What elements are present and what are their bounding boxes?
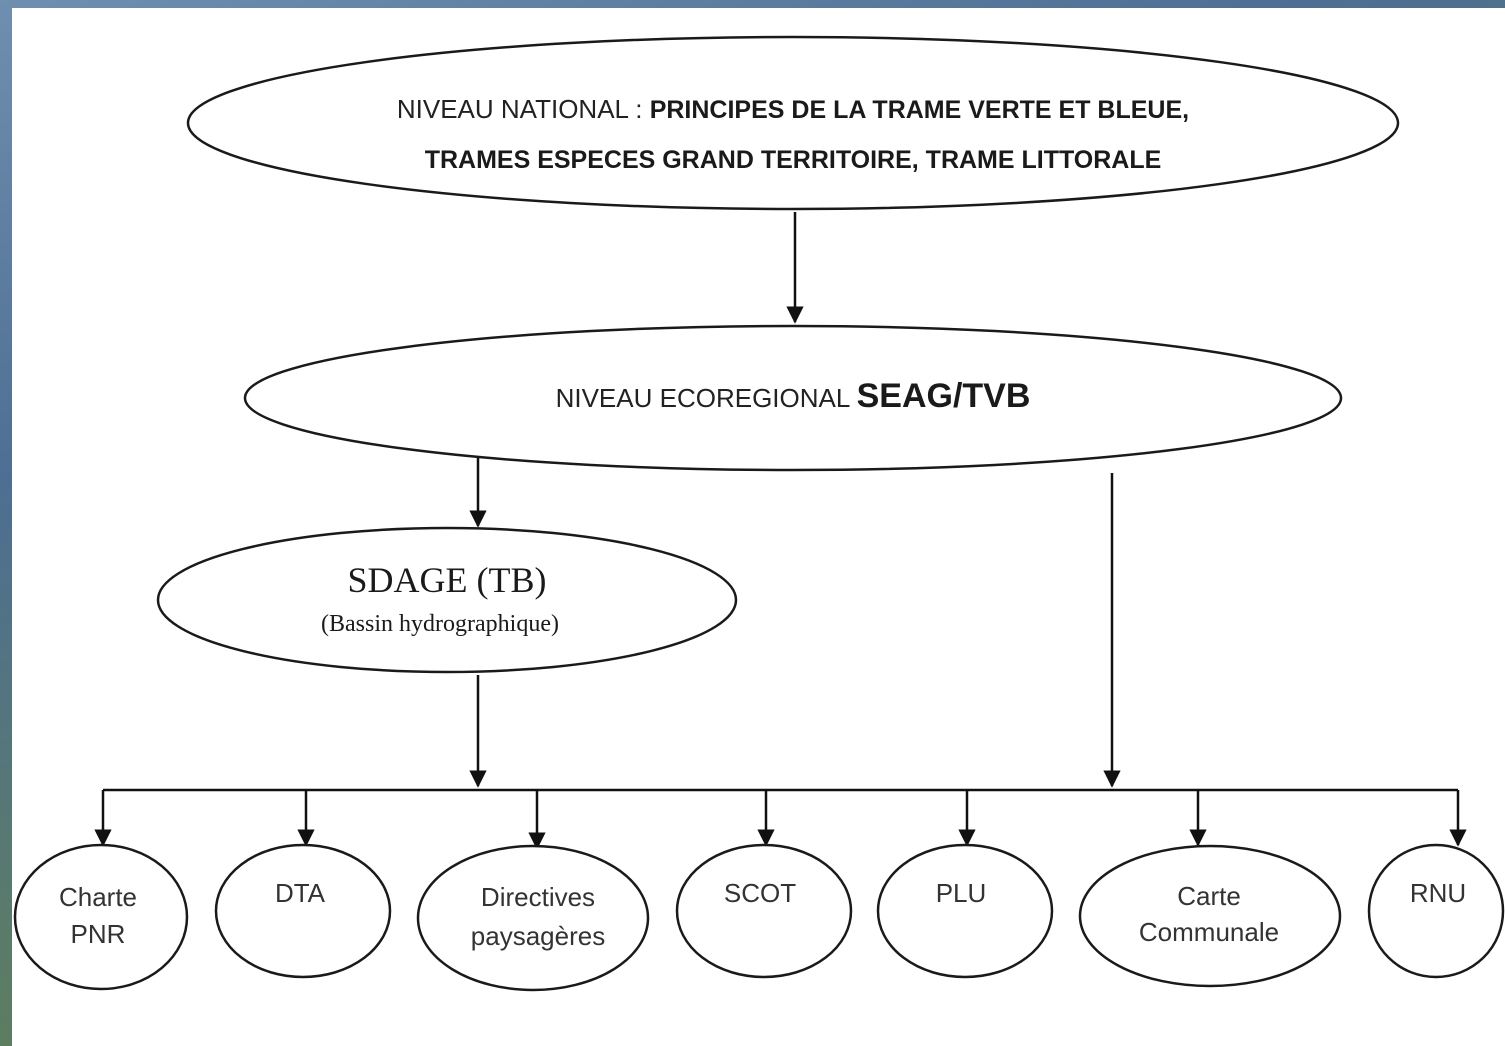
leaf-plu-line1: PLU — [936, 878, 987, 908]
leaf-dta-line1: DTA — [275, 878, 326, 908]
leaf-charte-pnr-line1: Charte — [59, 882, 137, 912]
leaf-carte-communale-line2: Communale — [1139, 917, 1279, 947]
node-sdage: SDAGE (TB) (Bassin hydrographique) — [156, 526, 738, 674]
leaf-carte-communale: Carte Communale — [1078, 844, 1342, 988]
national-title-line1: PRINCIPES DE LA TRAME VERTE ET BLEUE, — [650, 96, 1189, 124]
leaf-dta: DTA — [214, 843, 392, 979]
leaf-plu: PLU — [876, 843, 1054, 979]
leaf-scot: SCOT — [675, 843, 853, 979]
leaf-charte-pnr-line2: PNR — [71, 919, 126, 949]
svg-text:NIVEAU ECOREGIONAL SEAG/TVB: NIVEAU ECOREGIONAL SEAG/TVB — [556, 377, 1031, 415]
national-prefix: NIVEAU NATIONAL : — [397, 94, 650, 124]
leaf-directives-line1: Directives — [481, 882, 595, 912]
leaf-rnu: RNU — [1367, 843, 1505, 979]
sdage-title: SDAGE (TB) — [348, 560, 547, 600]
ecoregional-prefix: NIVEAU ECOREGIONAL — [556, 383, 857, 413]
leaf-scot-line1: SCOT — [724, 878, 796, 908]
leaf-charte-pnr: Charte PNR — [13, 843, 189, 991]
leaf-rnu-line1: RNU — [1410, 878, 1466, 908]
leaf-carte-communale-line1: Carte — [1177, 881, 1241, 911]
ecoregional-title: SEAG/TVB — [857, 377, 1031, 415]
diagram-canvas: NIVEAU NATIONAL : PRINCIPES DE LA TRAME … — [12, 8, 1505, 1046]
connectors — [94, 212, 1467, 850]
leaf-directives-line2: paysagères — [471, 921, 605, 951]
node-national: NIVEAU NATIONAL : PRINCIPES DE LA TRAME … — [186, 35, 1400, 211]
leaf-directives-paysageres: Directives paysagères — [416, 844, 650, 992]
national-title-line2: TRAMES ESPECES GRAND TERRITOIRE, TRAME L… — [425, 146, 1162, 174]
svg-text:NIVEAU NATIONAL : PRINCIPES DE: NIVEAU NATIONAL : PRINCIPES DE LA TRAME … — [397, 94, 1189, 124]
sdage-subtitle: (Bassin hydrographique) — [321, 611, 559, 637]
node-ecoregional: NIVEAU ECOREGIONAL SEAG/TVB — [243, 324, 1343, 472]
